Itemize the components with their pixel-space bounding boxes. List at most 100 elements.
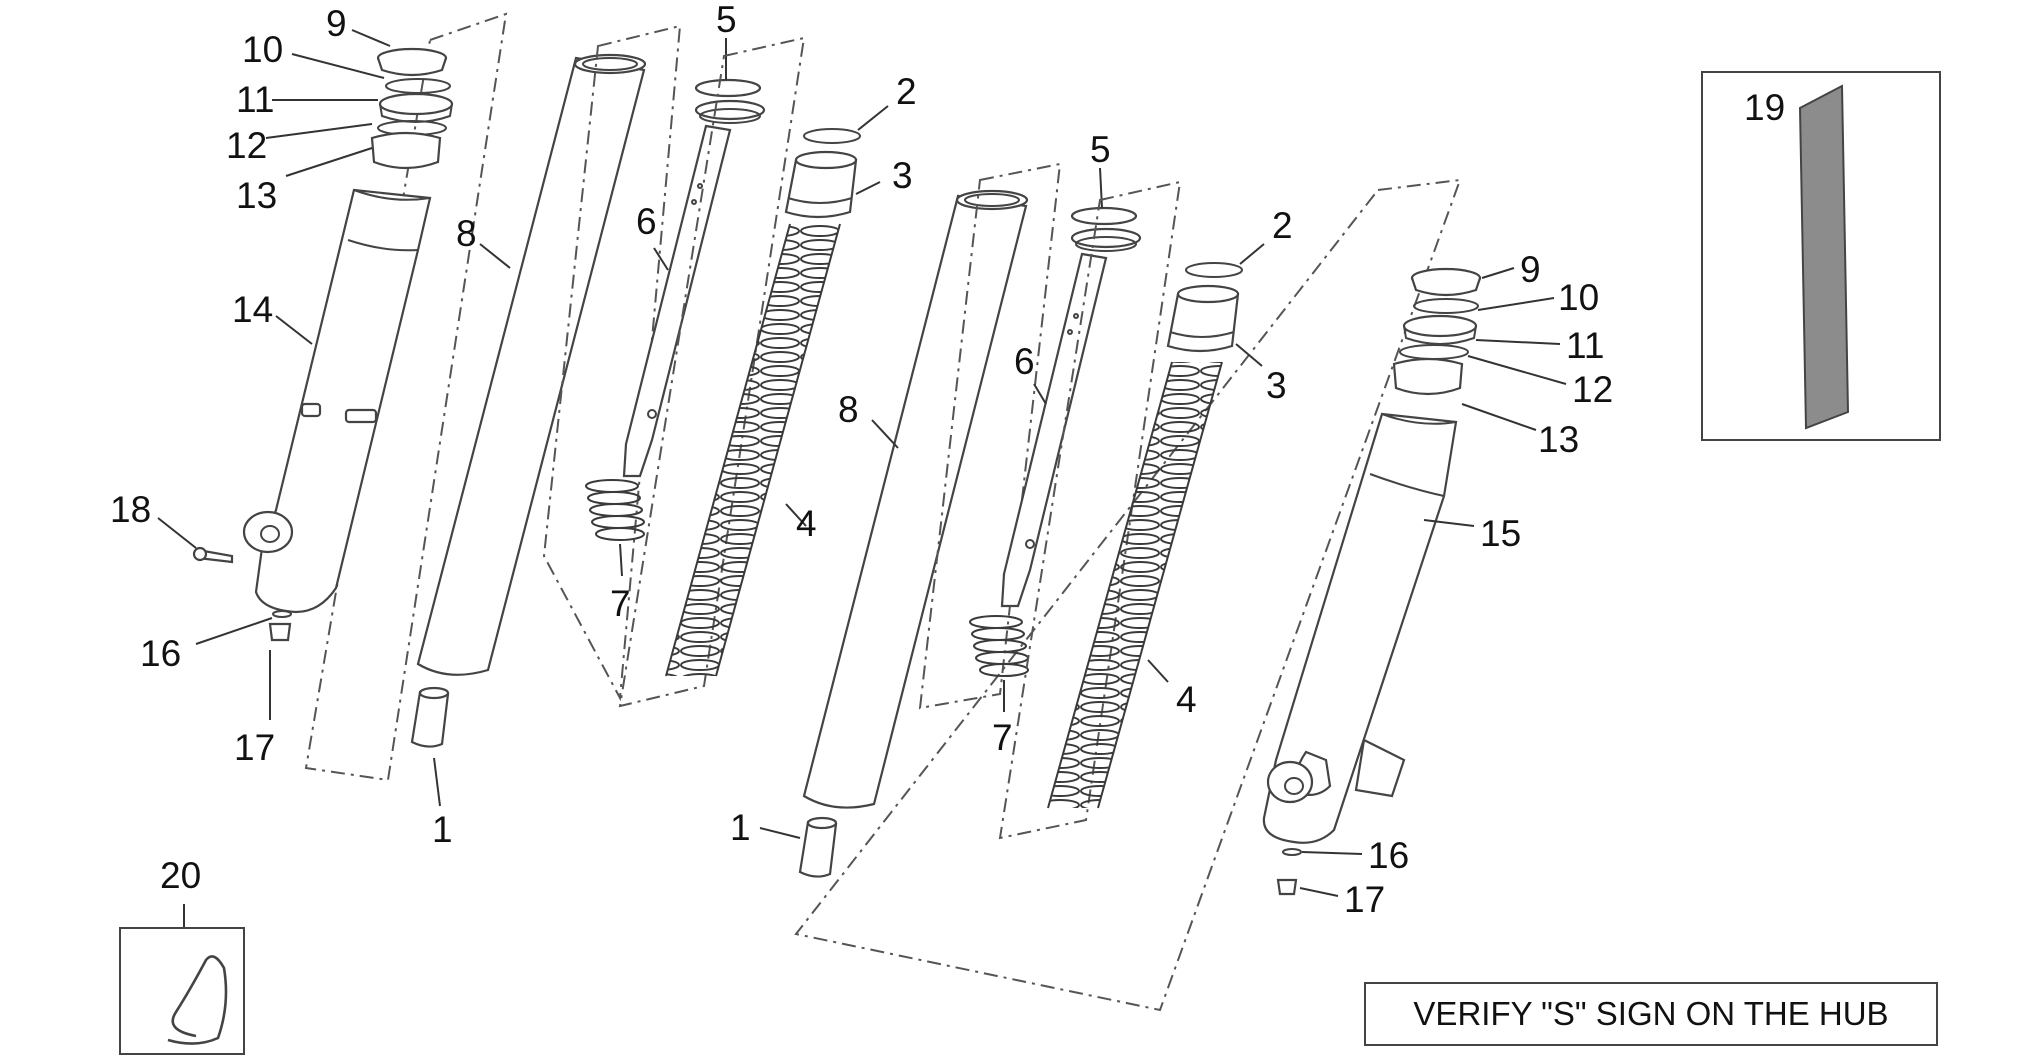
left-tube-group: 8 1 <box>410 53 647 850</box>
inset-20-group: 20 <box>119 855 245 1055</box>
part-4-spring-left <box>666 224 840 676</box>
axle-hole-15 <box>1284 777 1304 795</box>
part-17-screw-right <box>1276 878 1298 896</box>
tube-8b-top-inner <box>964 193 1020 207</box>
label-17b: 17 <box>1344 879 1385 920</box>
part-6-rod-left <box>622 124 732 478</box>
cap-9b-body <box>1410 277 1482 297</box>
part-8-right-tube <box>802 194 1028 809</box>
leader-11b <box>1475 339 1561 345</box>
leader-16a <box>195 617 273 645</box>
part-6-rod-right <box>1000 252 1108 608</box>
rod-6b-hole-2 <box>1067 329 1073 335</box>
tube-8a-top-inner <box>582 57 638 71</box>
label-14: 14 <box>232 289 273 330</box>
clamp-14b <box>344 408 378 424</box>
part-20-wire <box>167 955 228 1045</box>
leader-6a <box>653 247 669 271</box>
leader-18 <box>157 517 197 549</box>
label-1a: 1 <box>432 809 453 850</box>
part-7-small-spring-left <box>585 479 645 541</box>
leader-13b <box>1461 403 1537 431</box>
ring-5a-b-inner <box>699 108 761 124</box>
label-12b: 12 <box>1572 369 1613 410</box>
label-10a: 10 <box>242 29 283 70</box>
right-spring-dashed-frame <box>998 180 1182 840</box>
leader-7a <box>619 543 623 577</box>
plug-3a-band <box>787 197 853 204</box>
label-5b: 5 <box>1090 129 1111 170</box>
leader-4a <box>785 503 807 527</box>
label-20: 20 <box>160 855 201 896</box>
label-11b: 11 <box>1566 325 1604 366</box>
label-12a: 12 <box>226 125 267 166</box>
left-spring-group: 2 3 4 <box>618 36 917 708</box>
leader-12b <box>1467 355 1567 385</box>
label-3b: 3 <box>1266 365 1287 406</box>
part-16-washer-right <box>1282 848 1302 856</box>
screw-18-head <box>192 546 208 562</box>
leader-8b <box>871 419 899 449</box>
part-19-strip <box>1798 84 1850 430</box>
ring-5b-b-inner <box>1075 236 1137 252</box>
rod-6a-hole-2 <box>691 199 697 205</box>
part-10-washer-right <box>1413 298 1479 314</box>
part-5-ring-right <box>1070 206 1138 226</box>
ring-11b-side <box>1403 325 1477 345</box>
leader-10a <box>291 53 385 79</box>
leader-14 <box>275 315 313 345</box>
part-13-bush-left <box>370 131 442 170</box>
part-1-bush-right <box>798 820 838 878</box>
leader-17b <box>1299 887 1339 897</box>
label-2b: 2 <box>1272 205 1293 246</box>
left-slider-group: 9 10 11 12 13 14 18 16 17 <box>110 3 508 782</box>
label-6b: 6 <box>1014 341 1035 382</box>
label-11a: 11 <box>236 79 274 120</box>
label-5a: 5 <box>716 0 737 40</box>
part-9-cap-body-left <box>376 57 448 77</box>
label-16b: 16 <box>1368 835 1409 876</box>
right-damper-group: 5 6 7 <box>918 129 1142 758</box>
part-12-seal-right <box>1399 344 1469 360</box>
label-7a: 7 <box>610 583 631 624</box>
part-5-ring-left <box>694 78 762 98</box>
right-slider-group: 9 10 11 12 13 15 16 17 <box>1262 249 1613 920</box>
leader-6b <box>1033 383 1047 405</box>
inset-19-frame <box>1701 71 1941 441</box>
slider-14-band <box>347 239 419 252</box>
part-2-oring-right <box>1185 262 1243 278</box>
left-damper-group: 5 6 7 <box>542 0 766 702</box>
clamp-14a <box>300 402 322 418</box>
leader-3b <box>1235 343 1263 367</box>
axle-hole-14 <box>260 525 280 543</box>
leader-12a <box>265 123 373 139</box>
part-1-bush-left <box>410 690 450 748</box>
slider-14-rim <box>353 189 431 201</box>
part-10-washer-left <box>385 78 451 94</box>
part-7-small-spring-right <box>969 615 1029 677</box>
rod-6a-hole-3 <box>647 409 657 419</box>
label-13b: 13 <box>1538 419 1579 460</box>
right-rod-dashed-frame <box>918 162 1062 710</box>
plug-3a-top <box>794 150 858 170</box>
part-11-ring-right <box>1402 314 1478 338</box>
spring-4b-outline <box>1047 361 1223 809</box>
left-rod-dashed-frame <box>542 24 682 702</box>
inset-20-frame <box>119 927 245 1055</box>
part-8-left-tube <box>416 56 646 676</box>
leader-4b <box>1147 659 1169 683</box>
verify-s-sign-note: VERIFY "S" SIGN ON THE HUB <box>1364 982 1938 1046</box>
leader-2a <box>857 105 889 131</box>
label-16a: 16 <box>140 633 181 674</box>
slider-15-band <box>1369 473 1445 497</box>
spring-4a-outline <box>665 223 841 677</box>
slider-15-rim <box>1381 413 1457 425</box>
part-15-axle-boss <box>1266 760 1314 804</box>
label-4b: 4 <box>1176 679 1197 720</box>
label-19: 19 <box>1744 87 1785 128</box>
leader-5b <box>1099 167 1103 209</box>
right-tube-group: 8 1 <box>730 178 1462 1012</box>
part-2-oring-left <box>803 128 861 144</box>
leader-1a <box>433 757 441 807</box>
leader-2b <box>1239 243 1265 265</box>
